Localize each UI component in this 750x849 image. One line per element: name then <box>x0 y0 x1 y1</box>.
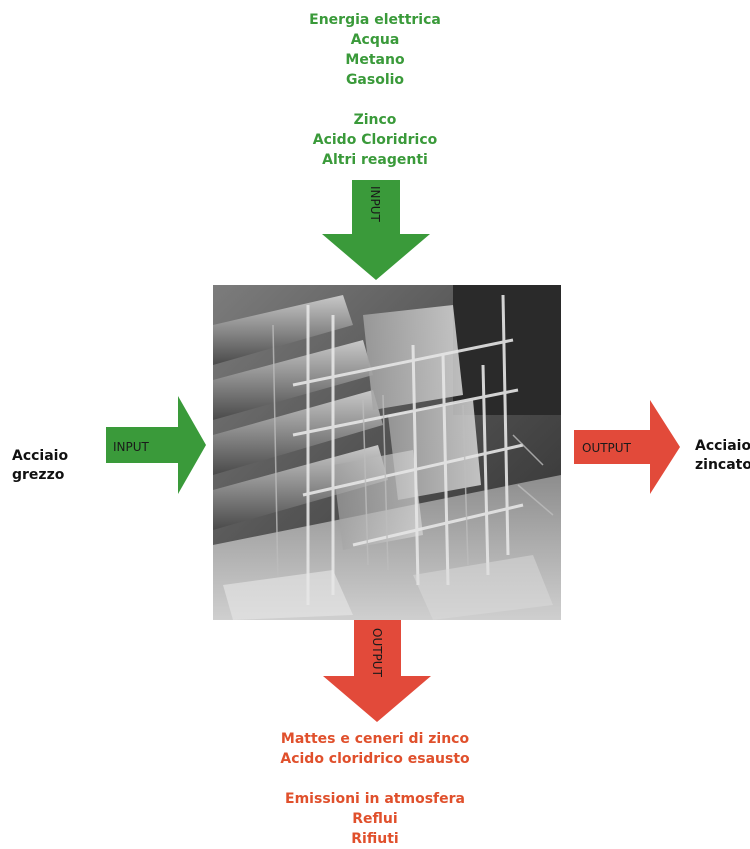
output-arrow-right: OUTPUT <box>574 400 680 494</box>
output-arrow-right-label: OUTPUT <box>582 441 632 455</box>
input-arrow-left-label: INPUT <box>113 440 150 454</box>
input-item: Acqua <box>350 32 400 48</box>
input-arrow-top-label: INPUT <box>368 186 382 223</box>
output-item: Rifiuti <box>351 831 399 847</box>
input-item: Metano <box>345 52 405 68</box>
raw-steel-label: Acciaio grezzo <box>12 448 69 483</box>
input-arrow-left: INPUT <box>106 396 206 494</box>
output-arrow-bottom-label: OUTPUT <box>370 628 384 678</box>
input-arrow-top: INPUT <box>322 180 430 280</box>
input-item: Energia elettrica <box>309 12 441 28</box>
output-item: Emissioni in atmosfera <box>285 791 465 807</box>
galvanized-steel-photo <box>213 285 561 620</box>
output-item: Acido cloridrico esausto <box>280 751 470 767</box>
output-item: Reflui <box>352 811 398 827</box>
input-materials-list: Energia elettrica Acqua Metano Gasolio Z… <box>225 10 525 170</box>
output-arrow-bottom: OUTPUT <box>323 620 431 722</box>
output-item: Mattes e ceneri di zinco <box>280 731 470 747</box>
galvanized-steel-label: Acciaio zincato <box>695 438 750 473</box>
output-products-list: Mattes e ceneri di zinco Acido cloridric… <box>225 729 525 849</box>
input-item: Zinco <box>353 112 397 128</box>
input-item: Acido Cloridrico <box>312 132 438 148</box>
input-item: Gasolio <box>345 72 405 88</box>
input-item: Altri reagenti <box>322 152 428 168</box>
